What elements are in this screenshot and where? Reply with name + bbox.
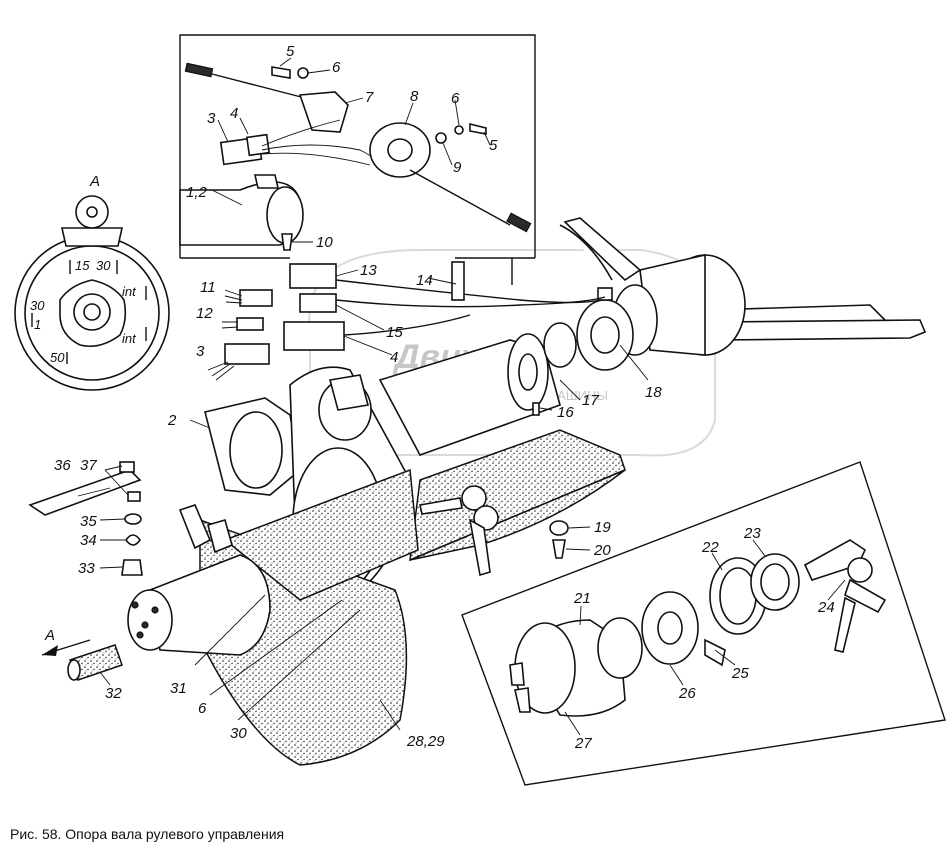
stalk-knob	[184, 62, 214, 78]
label-30: 30	[230, 725, 247, 742]
view-a-ignition-face: 15 30 int 30 1 int 50	[14, 195, 170, 391]
lock-housing	[127, 468, 419, 766]
contact-parts	[28, 461, 143, 576]
label-2: 2	[167, 412, 177, 429]
pos-30-left: 30	[30, 298, 45, 313]
pos-int-1: int	[122, 284, 137, 299]
connector-11	[239, 289, 273, 307]
label-23: 23	[743, 525, 761, 542]
label-9: 9	[453, 159, 462, 176]
connector-3-lower	[224, 343, 270, 365]
pos-1: 1	[34, 317, 41, 332]
view-a-letter: A	[89, 173, 100, 190]
label-4-lower: 4	[390, 349, 398, 366]
label-22: 22	[701, 539, 719, 556]
label-28-29: 28,29	[406, 733, 445, 750]
figure-caption: Рис. 58. Опора вала рулевого управления	[10, 826, 285, 842]
label-11: 11	[200, 279, 216, 296]
label-5-right: 5	[489, 137, 498, 154]
label-34: 34	[80, 532, 97, 549]
label-33: 33	[78, 560, 95, 577]
label-21: 21	[573, 590, 591, 607]
part-labels: 1,2 2 3 3 4 4 5 5 6 6 6 7 8 9 10 11 12 1…	[54, 43, 835, 752]
column-switch-18	[559, 217, 927, 371]
label-31: 31	[170, 680, 187, 697]
pos-int-2: int	[122, 331, 137, 346]
pos-15: 15	[75, 258, 90, 273]
switch-block-7	[298, 91, 349, 133]
label-35: 35	[80, 513, 97, 530]
label-27: 27	[574, 735, 592, 752]
label-7: 7	[365, 89, 374, 106]
contact-strip-36	[28, 469, 142, 516]
connector-4	[283, 321, 345, 351]
label-3-lower: 3	[196, 343, 205, 360]
label-8: 8	[410, 88, 419, 105]
pos-30: 30	[96, 258, 111, 273]
label-16: 16	[557, 404, 574, 421]
pos-50: 50	[50, 350, 65, 365]
label-15: 15	[386, 324, 403, 341]
label-26: 26	[678, 685, 696, 702]
connector-group	[207, 258, 606, 381]
label-19: 19	[594, 519, 611, 536]
label-32: 32	[105, 685, 122, 702]
label-25: 25	[731, 665, 749, 682]
inset-wiring-frame	[179, 34, 536, 259]
label-6-lower: 6	[198, 700, 207, 717]
arrow-a-letter: A	[44, 627, 55, 644]
label-36: 36	[54, 457, 71, 474]
label-13: 13	[360, 262, 377, 279]
label-17: 17	[582, 392, 599, 409]
label-20: 20	[593, 542, 611, 559]
label-3-top: 3	[207, 110, 216, 127]
label-14: 14	[416, 272, 433, 289]
connector-15	[299, 293, 337, 313]
label-1-2: 1,2	[186, 184, 208, 201]
leader-lines	[99, 57, 846, 736]
lock-body-31	[149, 554, 271, 656]
small-fasteners	[532, 402, 569, 559]
connector-12	[236, 317, 264, 331]
label-6-right: 6	[451, 90, 460, 107]
label-5-left: 5	[286, 43, 295, 60]
label-37: 37	[80, 457, 97, 474]
label-18: 18	[645, 384, 662, 401]
inset-lock-frame	[461, 461, 946, 786]
bushing-32	[41, 639, 123, 681]
label-10: 10	[316, 234, 333, 251]
label-24: 24	[817, 599, 835, 616]
label-4-top: 4	[230, 105, 238, 122]
connector-13	[289, 263, 337, 289]
label-6-top: 6	[332, 59, 341, 76]
label-12: 12	[196, 305, 213, 322]
